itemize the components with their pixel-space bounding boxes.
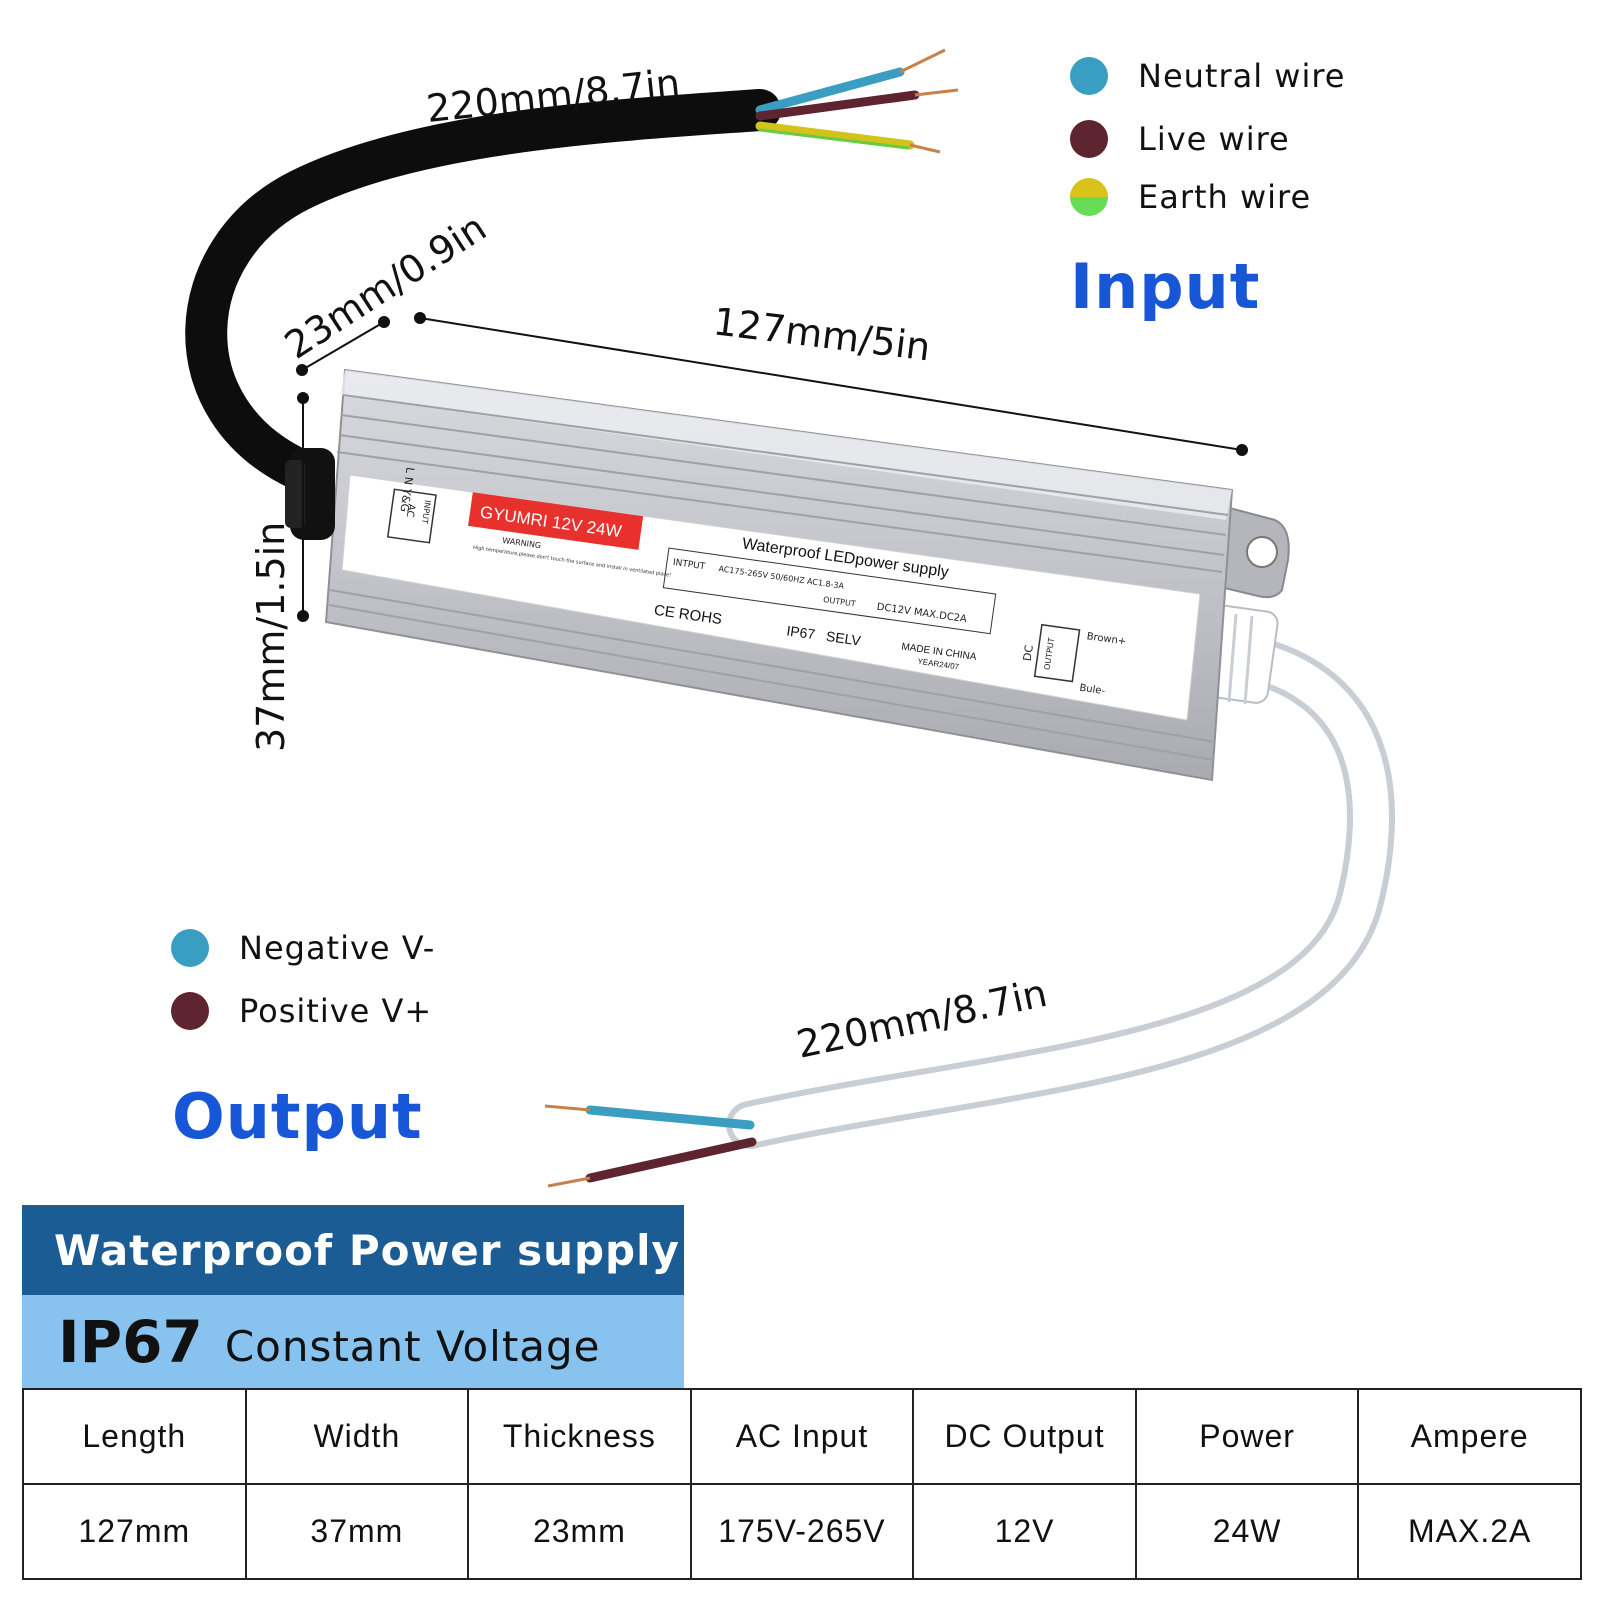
banner-title-text: Waterproof Power supply [54,1225,680,1275]
spec-header-row: Length Width Thickness AC Input DC Outpu… [22,1388,1582,1485]
legend-label: Live wire [1138,120,1290,158]
value-thickness: 23mm [467,1483,692,1580]
product-label: L N Y&G AC INPUT GYUMRI 12V 24W WARNING … [341,466,1201,721]
mounting-tab [1210,503,1290,599]
value-dc-output: 12V [912,1483,1137,1580]
label-left-terminal-type: AC [404,503,417,518]
value-power: 24W [1134,1483,1360,1580]
negative-dot [171,929,209,967]
header-length: Length [22,1388,247,1485]
label-blue: Bule- [1079,683,1106,698]
dimension-lines [296,312,1248,622]
legend-live-wire: Live wire [1070,120,1290,158]
width-dimension: 23mm/0.9in [277,205,494,367]
live-wire-dot [1070,120,1108,158]
label-right-terminal-type: DC [1021,644,1036,662]
legend-label: Negative V- [239,929,436,967]
value-ac-input: 175V-265V [689,1483,915,1580]
legend-neutral-wire: Neutral wire [1070,57,1345,95]
header-ac-input: AC Input [689,1388,915,1485]
legend-label: Positive V+ [239,992,433,1030]
value-ampere: MAX.2A [1357,1483,1582,1580]
value-width: 37mm [244,1483,470,1580]
height-dimension: 37mm/1.5in [249,522,293,752]
legend-label: Earth wire [1138,178,1312,216]
legend-positive: Positive V+ [171,992,432,1030]
spec-value-row: 127mm 37mm 23mm 175V-265V 12V 24W MAX.2A [22,1483,1582,1580]
constant-voltage-text: Constant Voltage [224,1322,601,1371]
input-cable [185,48,959,491]
banner-title: Waterproof Power supply [22,1205,684,1295]
neutral-wire-dot [1070,57,1108,95]
legend-earth-wire: Earth wire [1070,178,1311,216]
label-selv-mark: SELV [825,628,862,649]
length-dimension: 127mm/5in [711,299,933,369]
legend-label: Neutral wire [1138,57,1346,95]
positive-dot [171,992,209,1030]
header-ampere: Ampere [1357,1388,1582,1485]
label-brown: Brown+ [1086,631,1127,647]
output-cable [544,631,1395,1188]
label-left-terminal: L N Y&G [397,466,416,513]
label-left-terminal-side: INPUT [420,499,432,524]
banner-subtitle: IP67 Constant Voltage [22,1295,684,1388]
header-power: Power [1134,1388,1360,1485]
earth-wire-dot [1070,178,1108,216]
ip-rating: IP67 [58,1307,203,1376]
input-heading: Input [1070,250,1261,323]
label-input-label: INTPUT [672,558,706,572]
legend-negative: Negative V- [171,929,435,967]
value-length: 127mm [22,1483,247,1580]
output-cable-length: 220mm/8.7in [793,971,1051,1067]
output-heading: Output [172,1080,423,1153]
spec-table: Length Width Thickness AC Input DC Outpu… [22,1388,1582,1580]
header-dc-output: DC Output [912,1388,1137,1485]
header-thickness: Thickness [467,1388,692,1485]
label-ip-mark: IP67 [786,622,817,642]
header-width: Width [244,1388,470,1485]
